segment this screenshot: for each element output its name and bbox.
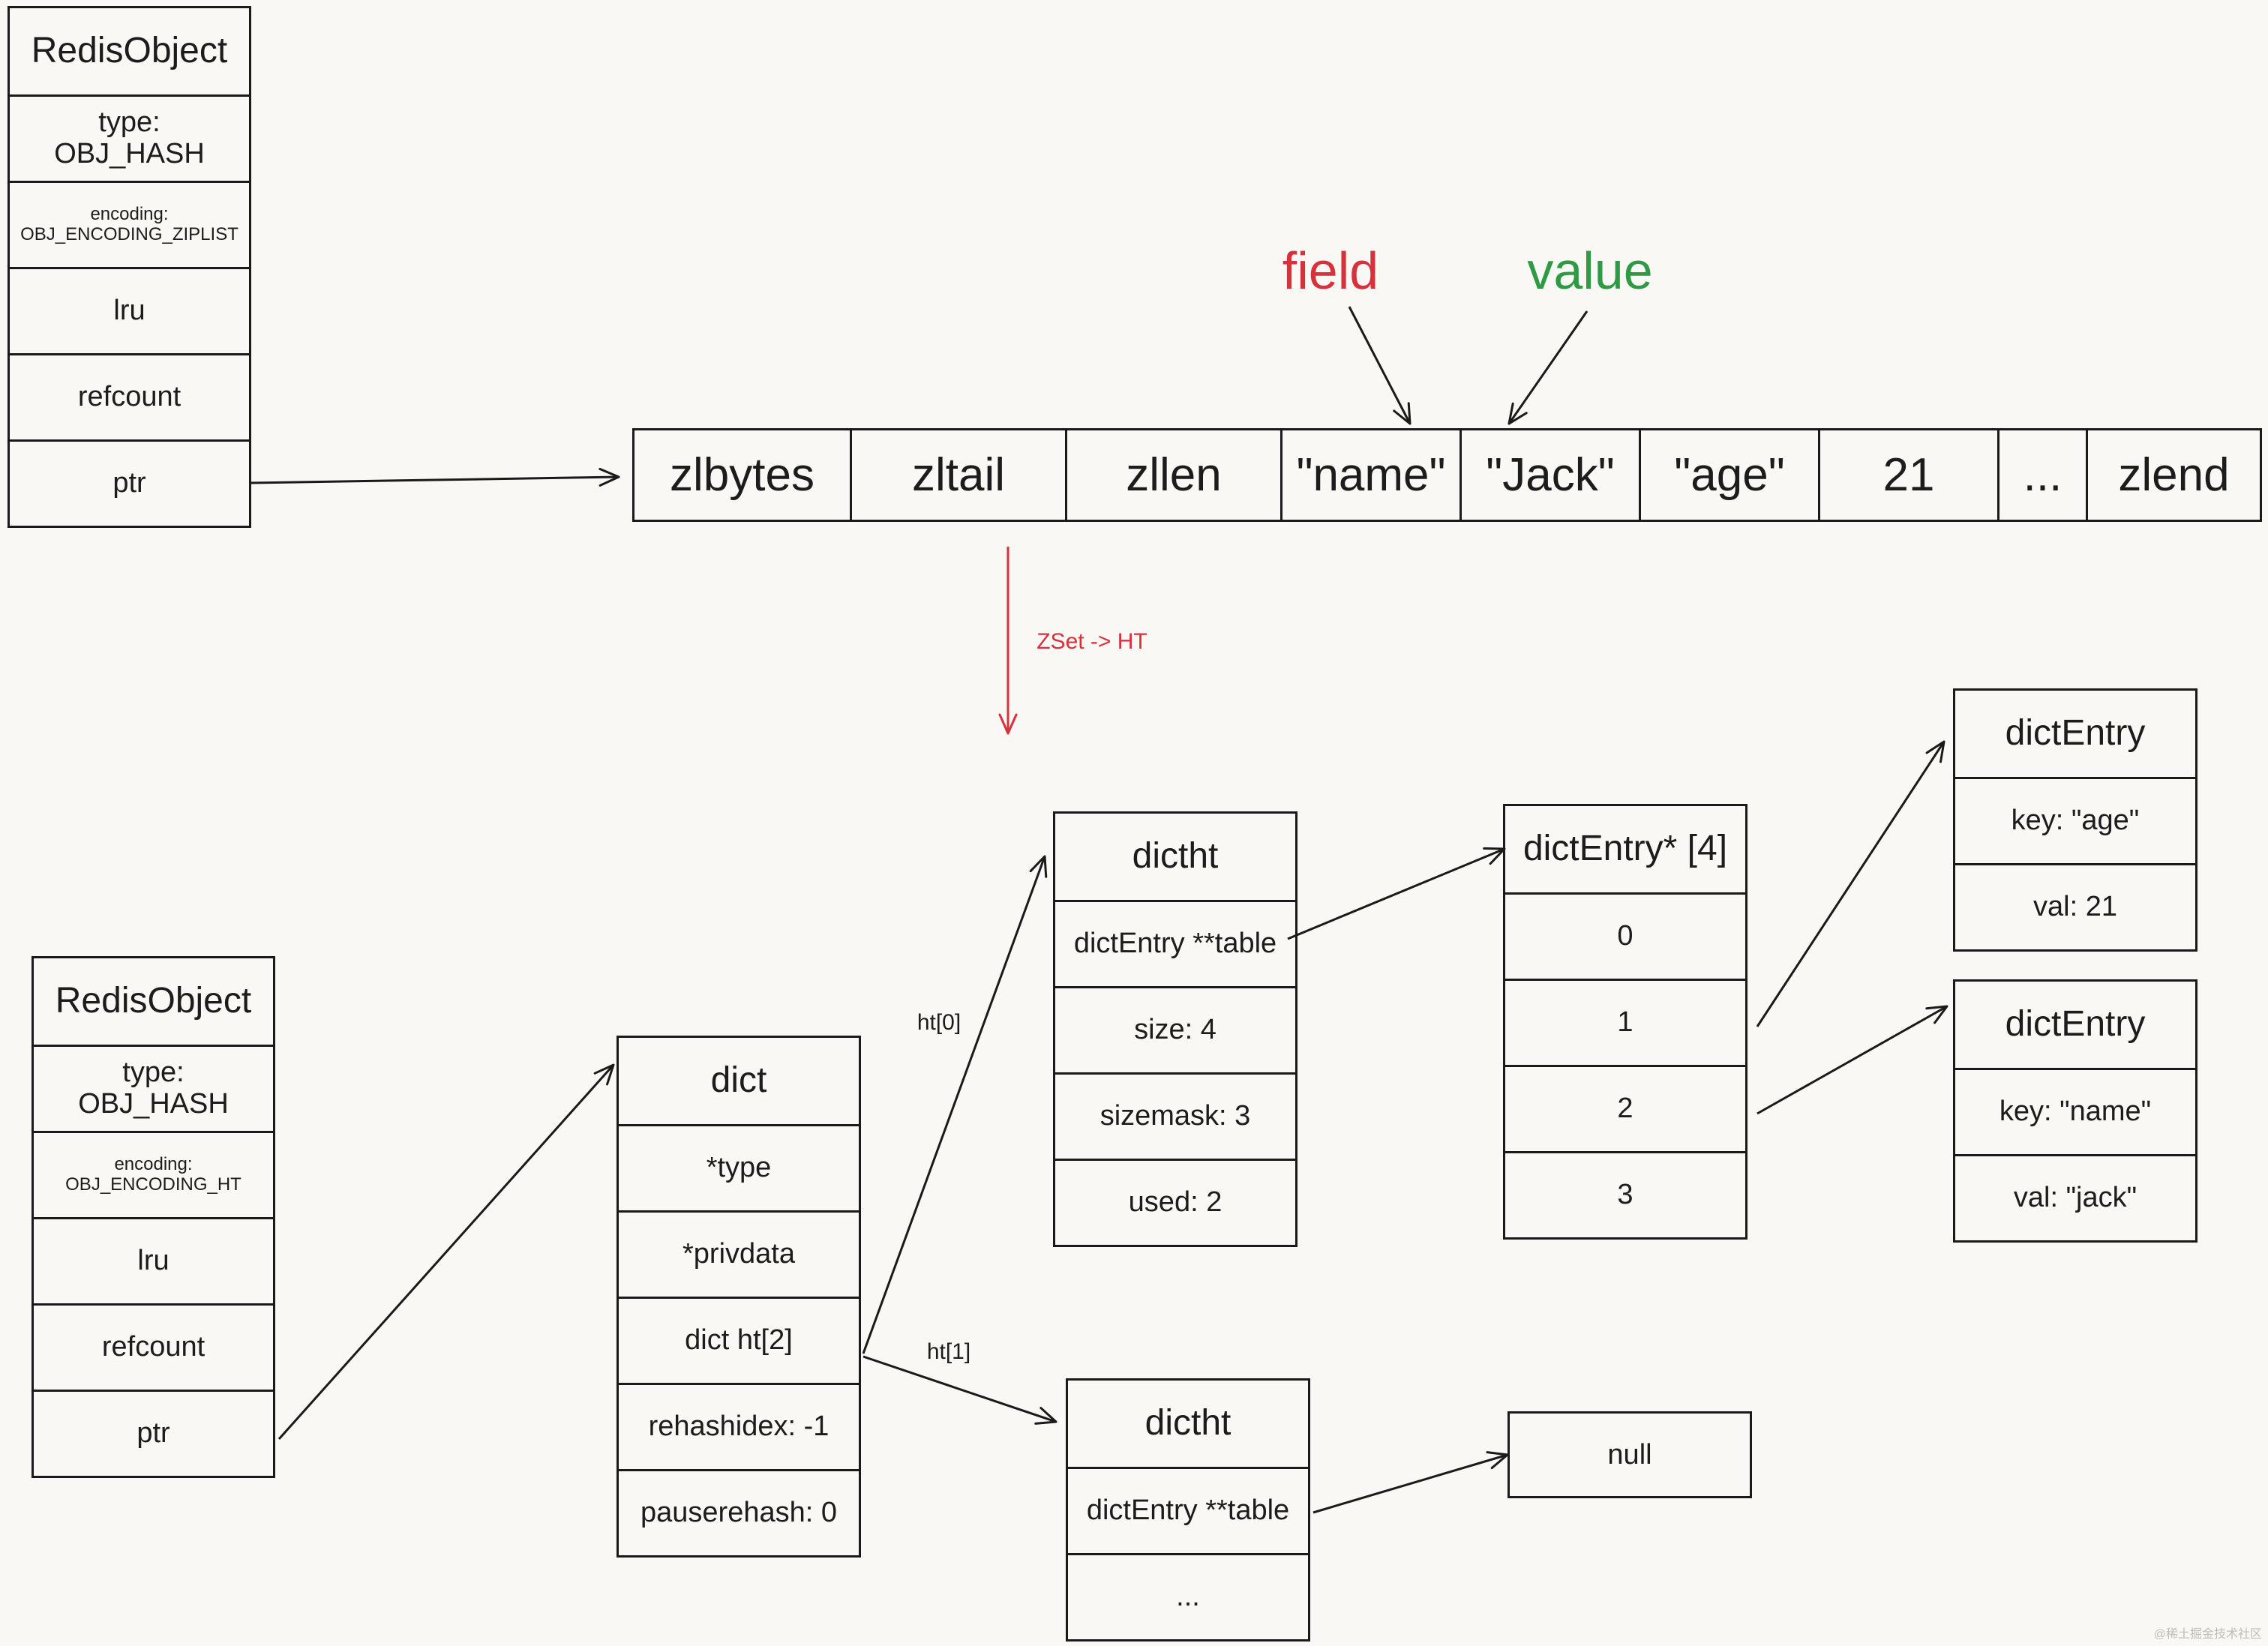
dictht-used-field: used: 2: [1055, 1159, 1295, 1245]
redis-object-refcount-field: refcount: [34, 1303, 273, 1390]
field-annotation: field: [1282, 241, 1379, 300]
redis-object-encoding-field: encoding: OBJ_ENCODING_ZIPLIST: [10, 181, 249, 267]
dictht-title: dictht: [1132, 836, 1219, 877]
ziplist-cell-value-jack: "Jack": [1460, 430, 1639, 520]
dictht-sizemask-field: sizemask: 3: [1055, 1072, 1295, 1159]
redis-object-type-field: type: OBJ_HASH: [10, 94, 249, 181]
encoding-value: OBJ_ENCODING_HT: [65, 1174, 242, 1195]
watermark: @稀土掘金技术社区: [2153, 1628, 2262, 1641]
dict-ht-field: dict ht[2]: [619, 1297, 859, 1383]
dict-entry-title: dictEntry: [2005, 1004, 2146, 1045]
ziplist-cell-zltail: zltail: [850, 430, 1065, 520]
bucket-slot-0: 0: [1505, 892, 1745, 979]
ziplist-cell-zllen: zllen: [1065, 430, 1280, 520]
dictht-table-field: dictEntry **table: [1055, 900, 1295, 986]
bucket-array-title: dictEntry* [4]: [1522, 829, 1728, 869]
ziplist: zlbytes zltail zllen "name" "Jack" "age"…: [632, 428, 2262, 522]
redis-object-ptr-field: ptr: [10, 439, 249, 526]
encoding-label: encoding:: [90, 204, 169, 225]
dictht-ellipsis-field: ...: [1068, 1553, 1308, 1639]
dict-entry-age: dictEntry key: "age" val: 21: [1953, 688, 2198, 952]
dictht-table-field: dictEntry **table: [1068, 1467, 1308, 1553]
arrow-table-to-buckets: [1287, 847, 1506, 940]
value-annotation: value: [1527, 241, 1653, 300]
redis-object-encoding-field: encoding: OBJ_ENCODING_HT: [34, 1131, 273, 1217]
type-value: OBJ_HASH: [78, 1088, 229, 1120]
arrow-bucket2-to-entry-name: [1756, 1005, 1948, 1115]
redis-object-lru-field: lru: [34, 1217, 273, 1303]
redis-object-title: RedisObject: [55, 981, 252, 1021]
ziplist-cell-zlbytes: zlbytes: [670, 449, 814, 501]
redis-object-type-field: type: OBJ_HASH: [34, 1045, 273, 1131]
dict-entry-name: dictEntry key: "name" val: "jack": [1953, 979, 2198, 1243]
bucket-array: dictEntry* [4] 0 1 2 3: [1503, 804, 1748, 1240]
dict-entry-title: dictEntry: [2005, 713, 2146, 754]
redis-object-ht: RedisObject type: OBJ_HASH encoding: OBJ…: [32, 956, 275, 1478]
arrow-ptr-to-ziplist: [250, 467, 620, 487]
encoding-label: encoding:: [114, 1154, 193, 1175]
ht1-label: ht[1]: [926, 1339, 971, 1364]
dictht-0: dictht dictEntry **table size: 4 sizemas…: [1053, 811, 1298, 1247]
dict-entry-key: key: "age": [1955, 777, 2195, 863]
ziplist-cell-field-age: "age": [1639, 430, 1818, 520]
dict-struct: dict *type *privdata dict ht[2] rehashid…: [616, 1036, 861, 1558]
redis-object-lru-field: lru: [10, 267, 249, 353]
ziplist-cell-value-21: 21: [1818, 430, 1997, 520]
dictht-title: dictht: [1144, 1403, 1232, 1444]
ziplist-cell-field-name: "name": [1280, 430, 1460, 520]
arrow-ht1-to-dictht: [862, 1355, 1058, 1425]
arrow-ht0-to-dictht: [862, 855, 1048, 1354]
type-label: type:: [122, 1057, 184, 1089]
redis-object-ziplist: RedisObject type: OBJ_HASH encoding: OBJ…: [8, 6, 251, 528]
null-box: null: [1508, 1411, 1752, 1498]
dict-entry-val: val: 21: [1955, 863, 2195, 949]
ht0-label: ht[0]: [916, 1010, 962, 1035]
arrow-ptr-to-dict: [278, 1063, 615, 1440]
dict-entry-key: key: "name": [1955, 1068, 2195, 1154]
bucket-slot-3: 3: [1505, 1151, 1745, 1237]
dict-rehashidx-field: rehashidex: -1: [619, 1383, 859, 1469]
dict-entry-val: val: "jack": [1955, 1154, 2195, 1240]
redis-object-refcount-field: refcount: [10, 353, 249, 439]
dictht-1: dictht dictEntry **table ...: [1066, 1378, 1310, 1642]
redis-object-title: RedisObject: [31, 31, 228, 71]
arrow-value-annotation: [1508, 310, 1588, 425]
conversion-label: ZSet -> HT: [1036, 629, 1148, 654]
redis-object-ptr-field: ptr: [34, 1390, 273, 1476]
arrow-field-annotation: [1348, 306, 1412, 425]
type-value: OBJ_HASH: [54, 138, 205, 169]
arrow-table-to-null: [1312, 1451, 1509, 1514]
type-label: type:: [98, 106, 160, 139]
bucket-slot-2: 2: [1505, 1065, 1745, 1151]
dict-title: dict: [710, 1060, 767, 1101]
arrow-bucket1-to-entry-age: [1756, 740, 1946, 1027]
ziplist-cell-ellipsis: ...: [1997, 430, 2086, 520]
encoding-value: OBJ_ENCODING_ZIPLIST: [20, 224, 238, 244]
dict-privdata-field: *privdata: [619, 1210, 859, 1297]
ziplist-cell-zlend: zlend: [2086, 430, 2260, 520]
dictht-size-field: size: 4: [1055, 986, 1295, 1072]
dict-pauserehash-field: pauserehash: 0: [619, 1469, 859, 1555]
dict-type-field: *type: [619, 1124, 859, 1210]
bucket-slot-1: 1: [1505, 979, 1745, 1065]
